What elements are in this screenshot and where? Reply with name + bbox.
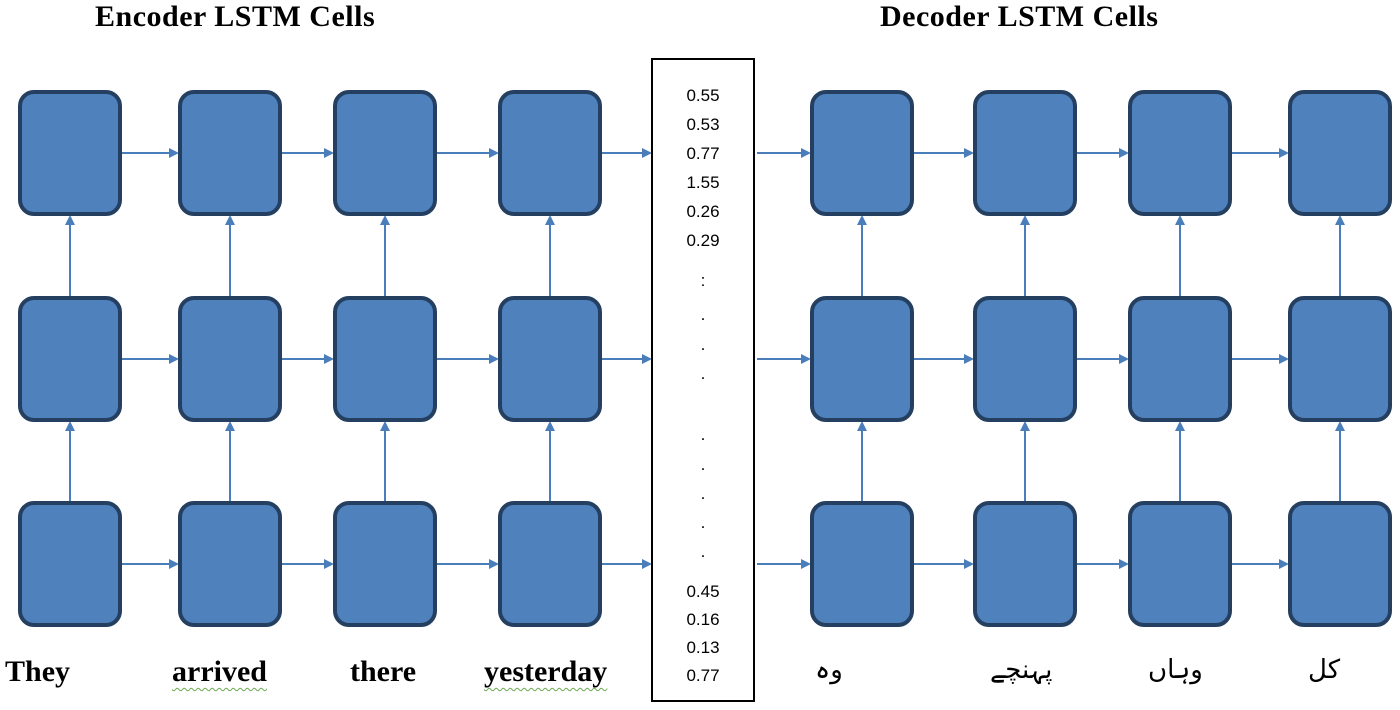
vector-ellipsis: .: [700, 455, 706, 474]
vector-ellipsis: .: [700, 364, 706, 383]
vector-value: 0.77: [686, 666, 720, 685]
vector-value: 0.45: [686, 582, 720, 601]
encoder-lstm-cell-r2-c3: [333, 296, 437, 422]
encoder-lstm-cell-r1-c3: [333, 90, 437, 216]
decoder-lstm-cell-r3-c4: [1288, 501, 1392, 627]
encoder-lstm-cell-r1-c4: [498, 90, 602, 216]
decoder-lstm-cell-r2-c1: [810, 296, 914, 422]
decoder-lstm-cell-r3-c3: [1128, 501, 1232, 627]
encoder-lstm-cell-r2-c1: [18, 296, 122, 422]
vector-ellipsis: .: [700, 335, 706, 354]
decoder-lstm-cell-r3-c2: [973, 501, 1077, 627]
vector-value: 0.53: [686, 115, 720, 134]
vector-ellipsis: .: [700, 484, 706, 503]
vector-value: 0.13: [686, 638, 720, 657]
encoder-word-there: there: [350, 655, 417, 688]
encoder-lstm-cell-r1-c1: [18, 90, 122, 216]
context-vector: 0.55 0.53 0.77 1.55 0.26 0.29:........ 0.45 0.1…: [651, 58, 755, 702]
decoder-lstm-cell-r1-c1: [810, 90, 914, 216]
decoder-word-3: وہاں: [1148, 655, 1203, 685]
vector-value: 0.26: [686, 202, 720, 221]
encoder-lstm-cell-r3-c4: [498, 501, 602, 627]
encoder-lstm-cell-r3-c2: [178, 501, 282, 627]
vector-ellipsis: .: [700, 513, 706, 532]
encoder-word-they: They: [5, 655, 71, 688]
decoder-lstm-cell-r3-c1: [810, 501, 914, 627]
encoder-lstm-cell-r2-c4: [498, 296, 602, 422]
vector-value: 0.16: [686, 610, 720, 629]
decoder-lstm-cell-r1-c2: [973, 90, 1077, 216]
encoder-lstm-cell-r2-c2: [178, 296, 282, 422]
encoder-word-arrived: arrived: [172, 655, 267, 688]
decoder-word-1: وہ: [815, 655, 843, 685]
encoder-lstm-cell-r1-c2: [178, 90, 282, 216]
encoder-lstm-cell-r3-c1: [18, 501, 122, 627]
decoder-word-2: پہنچے: [990, 655, 1053, 685]
encoder-lstm-cell-r3-c3: [333, 501, 437, 627]
decoder-lstm-cell-r2-c3: [1128, 296, 1232, 422]
encoder-title: Encoder LSTM Cells: [95, 0, 376, 33]
vector-value: 0.55: [686, 86, 720, 105]
vector-value: 1.55: [686, 173, 720, 192]
vector-value: 0.77: [686, 144, 720, 163]
vector-ellipsis: .: [700, 425, 706, 444]
cells-layer: [18, 90, 1392, 627]
vector-ellipsis: :: [700, 271, 706, 290]
vector-ellipsis: .: [700, 305, 706, 324]
decoder-lstm-cell-r2-c4: [1288, 296, 1392, 422]
decoder-lstm-cell-r1-c4: [1288, 90, 1392, 216]
decoder-title: Decoder LSTM Cells: [880, 0, 1159, 33]
encoder-word-yesterday: yesterday: [484, 655, 608, 688]
decoder-lstm-cell-r1-c3: [1128, 90, 1232, 216]
vector-ellipsis: .: [700, 542, 706, 561]
decoder-lstm-cell-r2-c2: [973, 296, 1077, 422]
arrows-layer: [65, 148, 1345, 569]
vector-value: 0.29: [686, 231, 720, 250]
decoder-word-4: کل: [1308, 655, 1341, 685]
